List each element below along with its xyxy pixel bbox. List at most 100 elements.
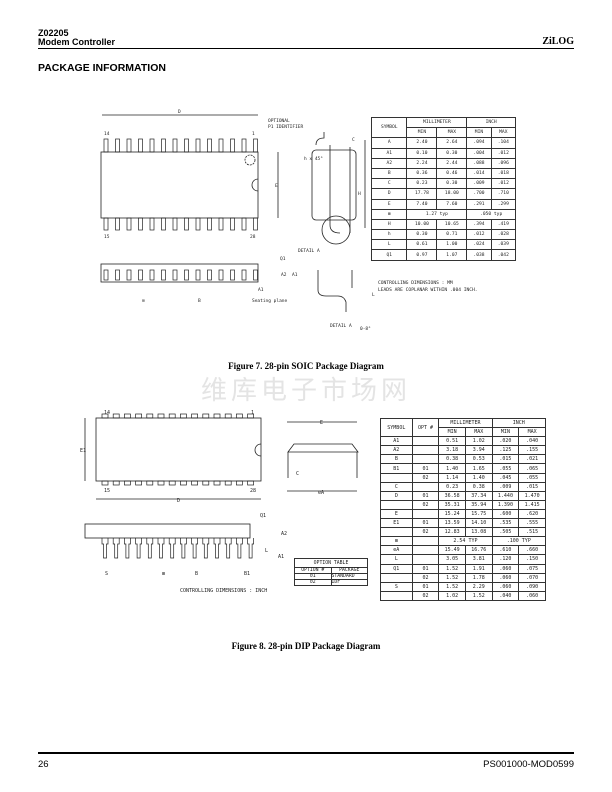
soic-pin-side — [253, 269, 258, 281]
table-cell: 3.81 — [464, 554, 493, 565]
dip-pin-side — [236, 538, 243, 559]
table-subheader: MAX — [464, 427, 493, 438]
dip-pin-side — [146, 538, 154, 559]
table-cell: 37.34 — [464, 490, 493, 501]
soic-pin — [172, 138, 178, 153]
soic-note-controlling: CONTROLLING DIMENSIONS : MM — [378, 281, 453, 286]
soic-body-side — [100, 263, 259, 283]
table-cell: Q1 — [380, 563, 413, 574]
table-cell: .660 — [518, 545, 546, 556]
table-header: MILLIMETER — [438, 417, 493, 429]
dip-pin-side — [191, 538, 198, 559]
figure-7-caption: Figure 7. 28-pin SOIC Package Diagram — [228, 361, 384, 371]
dip-pin-side — [124, 538, 131, 559]
table-cell: .065 — [518, 463, 546, 474]
soic-pin — [126, 138, 132, 153]
table-cell — [380, 472, 413, 483]
table-cell: 1.14 — [438, 472, 466, 483]
page-number: 26 — [38, 759, 49, 770]
table-cell: 0.61 — [406, 239, 438, 251]
soic-pin — [253, 217, 258, 231]
table-cell: D — [380, 490, 413, 501]
table-cell: .018 — [490, 167, 517, 180]
table-cell: .015 — [518, 481, 546, 492]
soic-pin — [241, 138, 247, 153]
table-cell: 10.00 — [406, 218, 438, 231]
dip-pin — [112, 480, 120, 486]
dip-dim-A2-label: A2 — [281, 531, 287, 537]
dip-pin-1-label: 1 — [251, 410, 254, 416]
table-cell: .088 — [466, 157, 492, 169]
table-cell: 16.76 — [464, 545, 493, 556]
dip-pin — [247, 413, 254, 419]
table-cell: .610 — [491, 545, 520, 556]
table-cell: 1.440 — [491, 490, 520, 501]
table-cell: 1.78 — [464, 572, 493, 583]
dip-pin-side — [202, 538, 210, 559]
table-cell: 1.65 — [464, 463, 493, 474]
soic-pin — [126, 217, 132, 231]
table-cell: 1.390 — [491, 499, 520, 510]
option-table-title: OPTION TABLE — [294, 558, 368, 568]
pin-14-label: 14 — [104, 131, 110, 137]
soic-pin — [195, 138, 201, 153]
dip-pin — [191, 413, 198, 419]
soic-pin — [138, 217, 143, 231]
table-cell: .042 — [490, 249, 517, 261]
dim-H-label: H — [358, 191, 361, 197]
table-cell: 0.30 — [406, 229, 438, 241]
table-cell: .012 — [490, 147, 517, 159]
table-cell: .120 — [491, 554, 520, 565]
dim-L-label: L — [372, 292, 375, 298]
soic-pin-side — [218, 269, 224, 281]
table-cell: 7.60 — [436, 198, 468, 210]
pin-15-label: 15 — [104, 234, 110, 240]
table-header: SYMBOL — [380, 417, 413, 438]
dip-dim-B-label: B — [195, 571, 198, 577]
dip-dim-E1-label: E1 — [80, 448, 86, 454]
soic-pin — [230, 138, 235, 153]
table-cell: .710 — [490, 188, 517, 200]
table-cell: .055 — [491, 463, 520, 474]
table-cell: 0.36 — [406, 167, 438, 180]
pin-28-label: 28 — [250, 234, 256, 240]
dip-body-top — [95, 417, 262, 482]
soic-pin — [138, 138, 143, 153]
table-cell: 2.64 — [436, 137, 468, 149]
table-cell: .050 typ — [466, 208, 516, 220]
table-cell: .419 — [490, 218, 517, 231]
table-cell: .009 — [491, 481, 520, 492]
dip-pin-14-label: 14 — [104, 410, 110, 416]
dip-pin — [224, 413, 232, 419]
table-cell — [411, 554, 440, 565]
optional-label: OPTIONAL — [268, 118, 290, 124]
soic-pin — [115, 138, 120, 153]
table-cell: 01 — [411, 563, 440, 574]
soic-pin — [241, 217, 247, 231]
table-cell: A2 — [370, 157, 408, 169]
table-cell — [380, 590, 413, 601]
table-cell: .020 — [491, 436, 520, 447]
soic-note-coplanar: LEADS ARE COPLANAR WITHIN .004 INCH. — [378, 288, 478, 293]
table-cell: B — [380, 454, 413, 465]
table-cell: .299 — [490, 198, 517, 210]
table-cell: H — [370, 218, 408, 231]
table-cell: 0.23 — [406, 178, 438, 190]
table-cell — [411, 436, 440, 447]
doc-code: PS001000-MOD0599 — [483, 759, 574, 770]
dip-dim-eA-label: eA — [318, 490, 324, 496]
table-cell — [411, 545, 440, 556]
dim-e-label: ⊞ — [142, 299, 145, 304]
table-cell: .040 — [518, 436, 546, 447]
table-cell: 15.24 — [438, 508, 466, 520]
table-header: MILLIMETER — [406, 116, 468, 129]
table-cell: 7.40 — [406, 198, 438, 210]
table-cell: 2.29 — [464, 581, 493, 592]
